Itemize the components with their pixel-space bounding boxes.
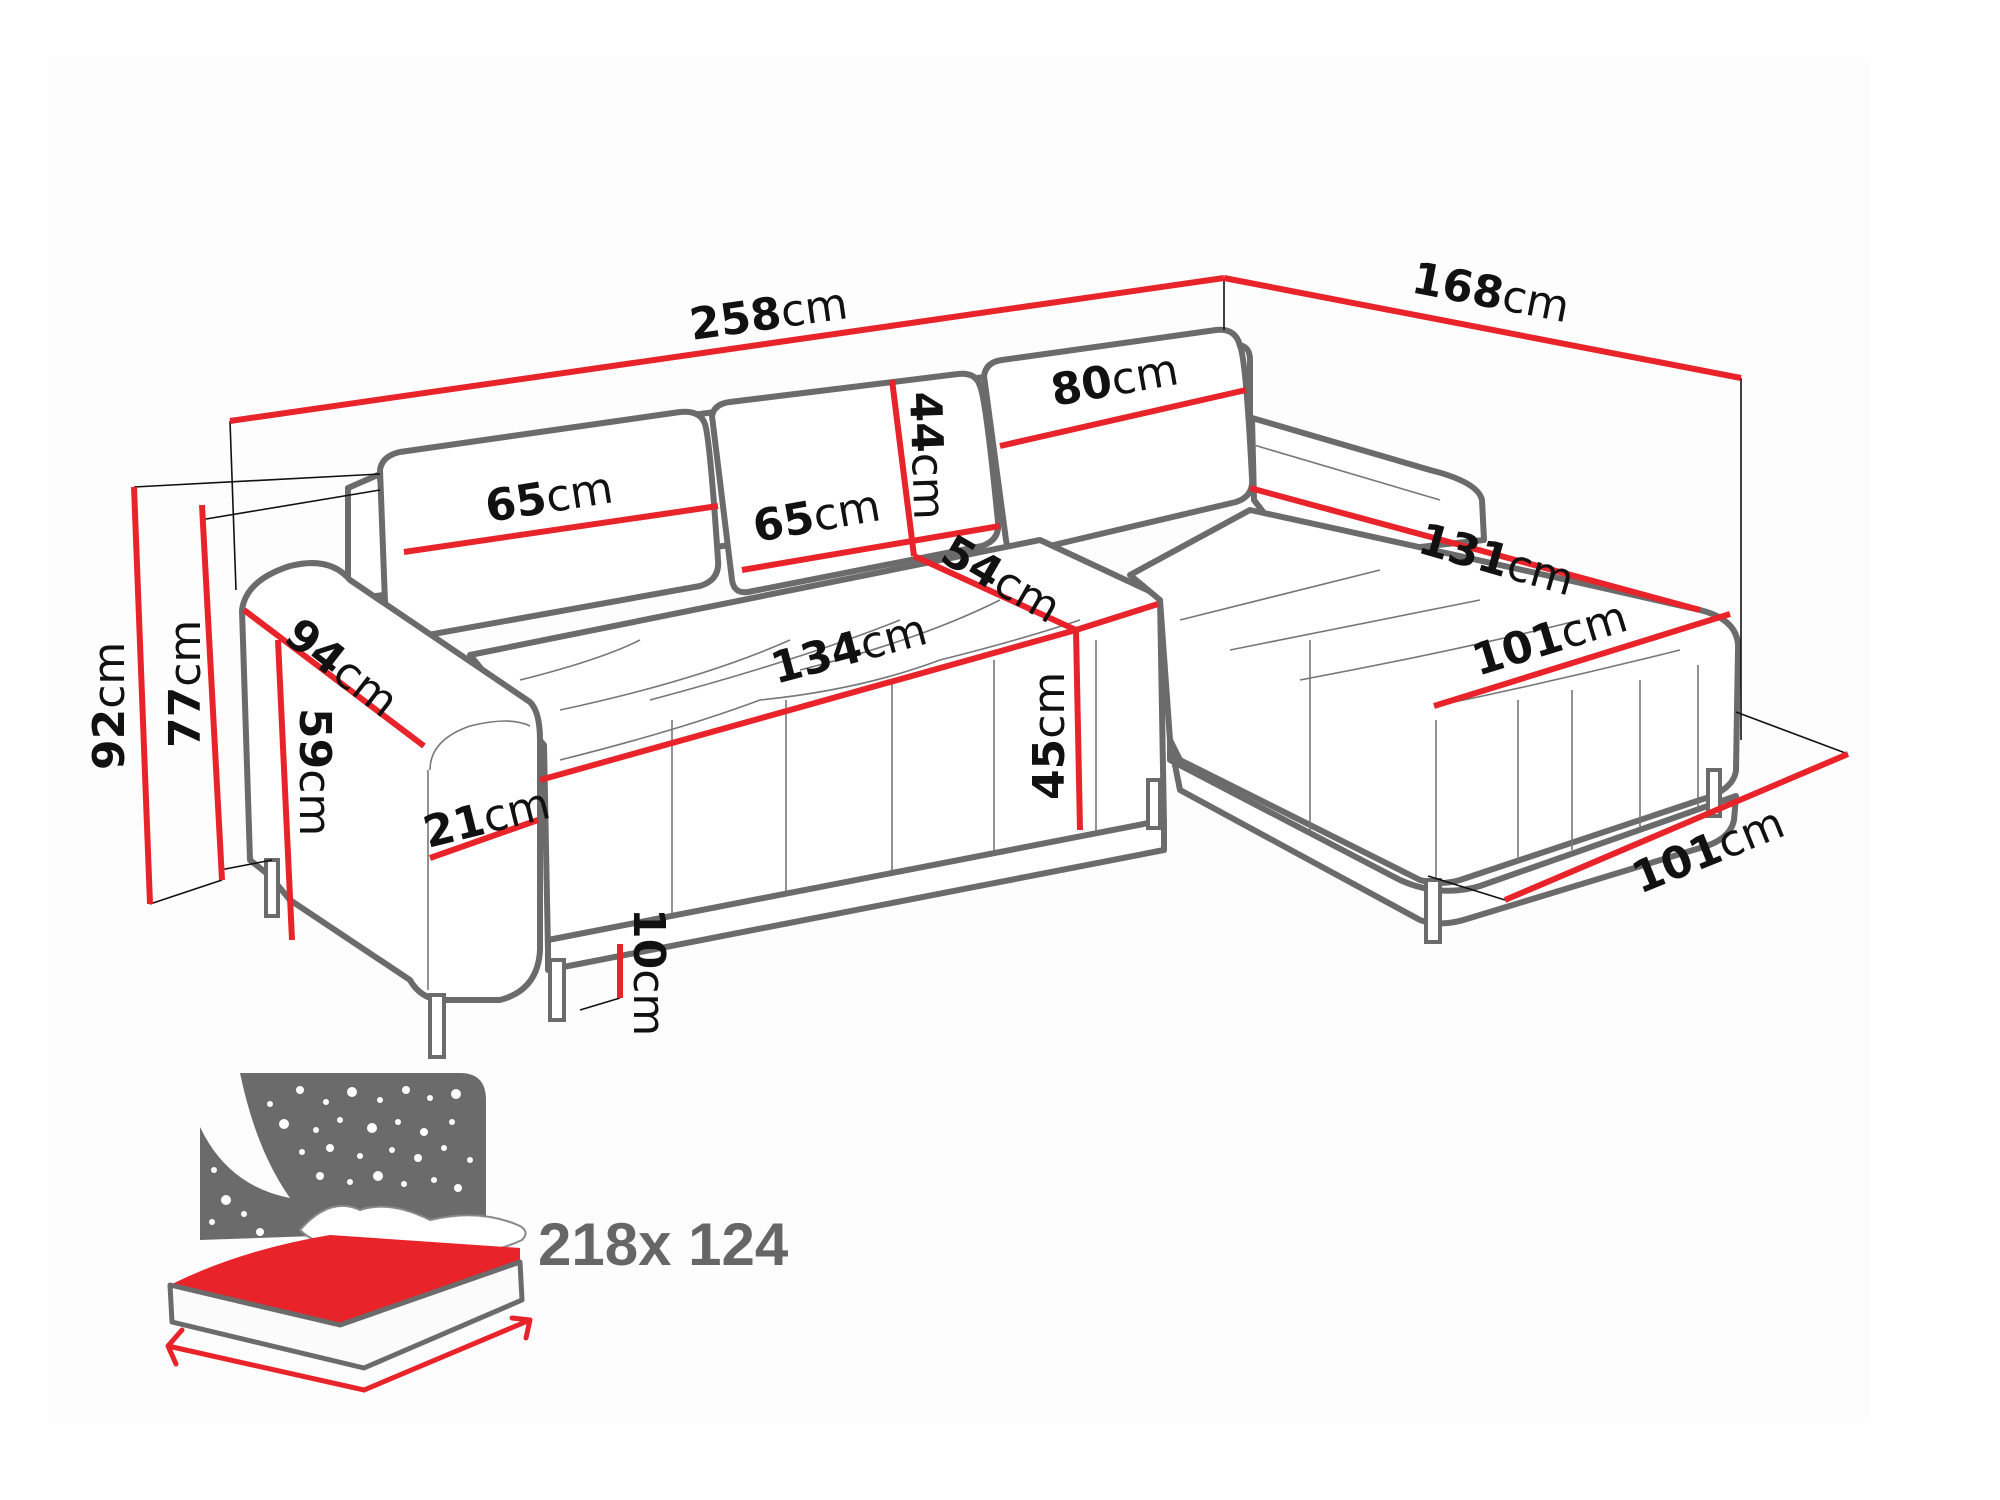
chaise-leg-front [1424, 878, 1442, 944]
seat-tufting [519, 599, 1097, 915]
dim-line-77 [199, 504, 225, 881]
sofa-leg-left-back [264, 858, 280, 918]
dim-line-134 [539, 627, 1077, 783]
night-sky-icon [200, 1073, 486, 1240]
dim-line-seat-front [1075, 601, 1159, 633]
sofa-leg-front-left [428, 993, 446, 1059]
dim-line-44 [889, 379, 917, 557]
dimension-lines [131, 275, 1850, 998]
label-59: 59cm [289, 708, 340, 836]
dim-line-59 [275, 639, 295, 941]
label-45: 45cm [1024, 672, 1075, 800]
left-armrest [239, 560, 543, 1003]
label-80: 80cm [1047, 344, 1182, 417]
label-65-left: 65cm [482, 462, 617, 532]
sofa-drawing [239, 326, 1742, 1059]
mattress-sheet-icon [170, 1235, 520, 1325]
back-cushion-left [377, 408, 722, 644]
dim-line-65-middle [741, 523, 1001, 573]
dim-line-45 [1073, 629, 1083, 831]
dim-line-65-left [403, 503, 719, 555]
dim-line-131 [1249, 485, 1701, 613]
dim-line-21 [429, 817, 539, 861]
dim-line-94 [242, 607, 426, 749]
dim-line-101-top [1433, 611, 1731, 709]
bed-with-night-sky-icon: 218x 124 [165, 1073, 789, 1393]
sofa-leg-middle [1146, 778, 1162, 830]
label-10: 10cm [623, 908, 674, 1036]
label-258: 258cm [686, 278, 850, 351]
mattress-side-icon [167, 1259, 525, 1371]
chaise-leg-right [1706, 768, 1722, 818]
dim-line-258 [229, 275, 1225, 424]
dim-line-101-bottom [1503, 751, 1850, 903]
stars-icon [209, 1086, 473, 1236]
dim-line-54 [912, 553, 1078, 633]
extension-lines [133, 278, 1849, 1011]
label-92: 92cm [84, 642, 135, 770]
width-arrow-icon [165, 1315, 533, 1393]
dim-line-80 [999, 387, 1247, 449]
dim-line-168 [1223, 275, 1742, 381]
label-65-middle: 65cm [749, 480, 884, 553]
sofa-leg-front-center [548, 958, 566, 1022]
label-44: 44cm [899, 391, 954, 521]
dim-line-92 [131, 486, 153, 905]
sleeping-area-label: 218x 124 [538, 1211, 789, 1278]
chaise-tufting [1179, 569, 1699, 880]
label-77: 77cm [160, 620, 211, 748]
